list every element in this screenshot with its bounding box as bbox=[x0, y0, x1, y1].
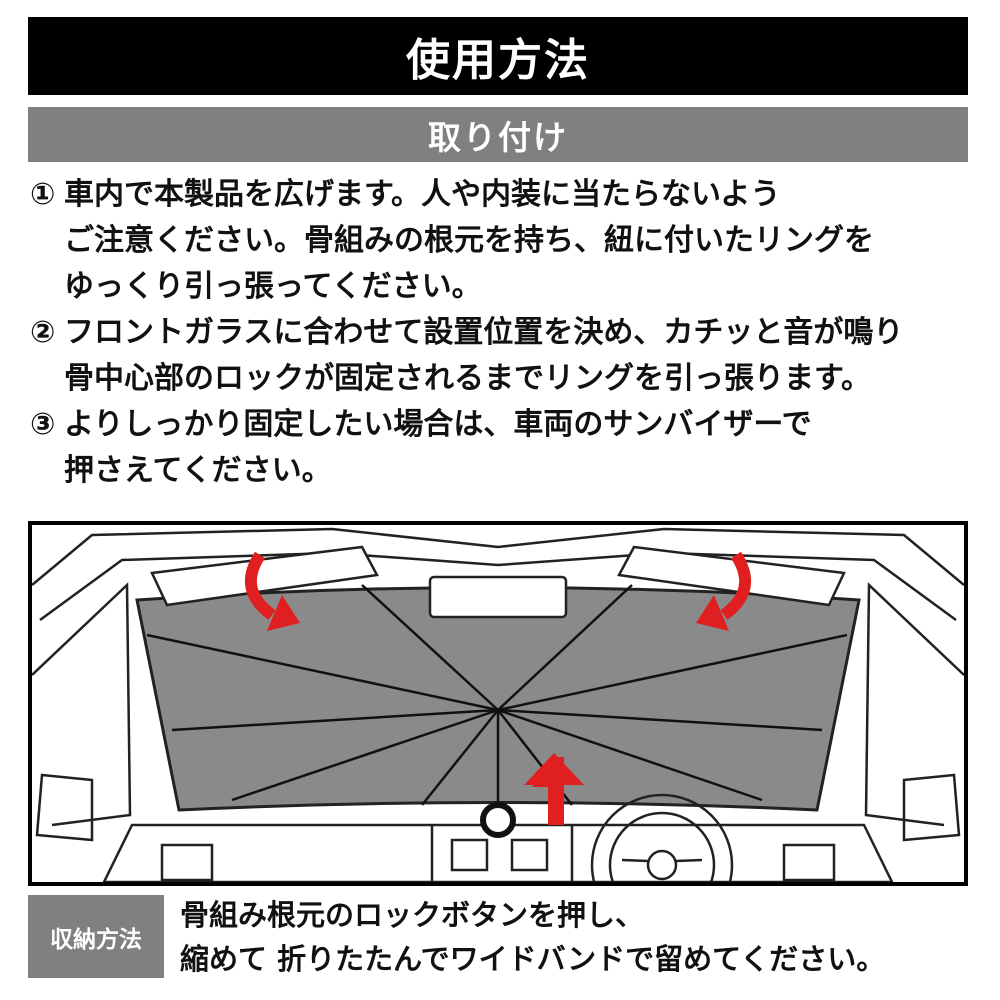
step-3: ③ よりしっかり固定したい場合は、車両のサンバイザーで 押さえてください。 bbox=[30, 402, 980, 494]
step-line: よりしっかり固定したい場合は、車両のサンバイザーで bbox=[64, 407, 812, 442]
step-line: 骨中心部のロックが固定されるまでリングを引っ張ります。 bbox=[64, 361, 871, 396]
storage-method-label: 収納方法 bbox=[28, 895, 164, 978]
installation-steps: ① 車内で本製品を広げます。人や内装に当たらないよう ご注意ください。骨組みの根… bbox=[30, 172, 980, 494]
step-line: ゆっくり引っ張ってください。 bbox=[64, 269, 482, 304]
storage-line: 縮めて 折りたたんでワイドバンドで留めてください。 bbox=[180, 942, 886, 976]
step-text: フロントガラスに合わせて設置位置を決め、カチッと音が鳴り 骨中心部のロックが固定… bbox=[64, 310, 980, 402]
curved-arrow-left-icon bbox=[245, 551, 300, 631]
step-line: 車内で本製品を広げます。人や内装に当たらないよう bbox=[64, 177, 781, 212]
car-interior-drawing bbox=[32, 527, 964, 882]
step-text: よりしっかり固定したい場合は、車両のサンバイザーで 押さえてください。 bbox=[64, 402, 980, 494]
step-text: 車内で本製品を広げます。人や内装に当たらないよう ご注意ください。骨組みの根元を… bbox=[64, 172, 980, 310]
steering-wheel bbox=[590, 793, 734, 882]
ring-icon bbox=[480, 802, 516, 838]
umbrella-ribs bbox=[146, 584, 848, 815]
step-1: ① 車内で本製品を広げます。人や内装に当たらないよう ご注意ください。骨組みの根… bbox=[30, 172, 980, 310]
car-frame bbox=[32, 527, 964, 882]
step-number: ① bbox=[30, 177, 56, 212]
storage-method-text: 骨組み根元のロックボタンを押し、 縮めて 折りたたんでワイドバンドで留めてくださ… bbox=[180, 893, 980, 981]
step-line: フロントガラスに合わせて設置位置を決め、カチッと音が鳴り bbox=[64, 315, 904, 350]
step-line: 押さえてください。 bbox=[64, 453, 332, 488]
sun-visor-right bbox=[617, 545, 846, 607]
windshield-illustration bbox=[28, 521, 968, 886]
storage-line: 骨組み根元のロックボタンを押し、 bbox=[180, 898, 645, 932]
page-title: 使用方法 bbox=[28, 17, 968, 95]
curved-arrow-right-icon bbox=[696, 551, 751, 631]
step-number: ② bbox=[30, 315, 56, 350]
step-2: ② フロントガラスに合わせて設置位置を決め、カチッと音が鳴り 骨中心部のロックが… bbox=[30, 310, 980, 402]
sunshade bbox=[135, 586, 861, 812]
rearview-mirror bbox=[428, 575, 568, 619]
sun-visor-left bbox=[150, 545, 379, 607]
section-heading-installation: 取り付け bbox=[28, 107, 968, 162]
step-number: ③ bbox=[30, 407, 56, 442]
step-line: ご注意ください。骨組みの根元を持ち、紐に付いたリングを bbox=[64, 223, 874, 258]
